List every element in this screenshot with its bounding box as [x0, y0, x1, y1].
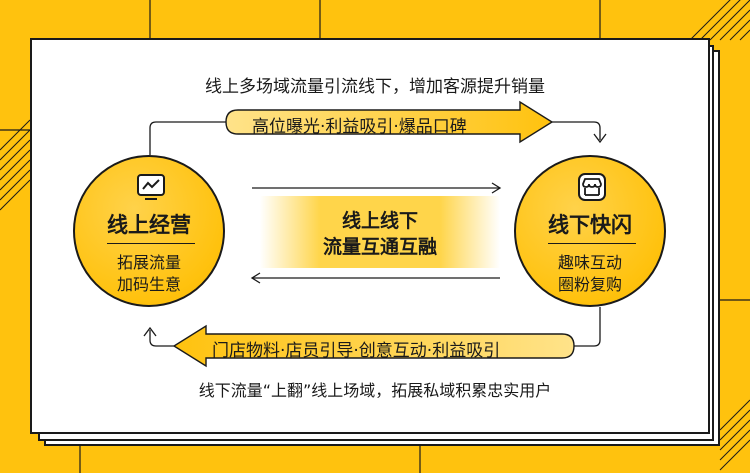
online-operation-circle: 线上经营 拓展流量 加码生意: [73, 155, 225, 307]
center-title-line2: 流量互通互融: [322, 236, 437, 258]
top-caption: 线上多场域流量引流线下，增加客源提升销量: [205, 77, 545, 97]
top-connector-arrowhead: [593, 133, 607, 144]
storefront-icon: [578, 173, 606, 201]
online-operation-divider: [107, 243, 195, 244]
bottom-arrow-label: 门店物料·店员引导·创意互动·利益吸引: [212, 341, 501, 361]
top-arrow-label: 高位曝光·利益吸引·爆品口碑: [252, 117, 467, 137]
offline-popup-divider: [548, 243, 636, 244]
offline-popup-line2: 圈粉复购: [557, 275, 622, 294]
online-operation-line2: 加码生意: [116, 275, 181, 294]
online-operation-title: 线上经营: [107, 213, 191, 237]
bottom-connector-arrowhead: [143, 326, 157, 337]
top-pill-arrow: [225, 100, 554, 144]
offline-popup-line1: 趣味互动: [557, 253, 622, 272]
online-operation-line1: 拓展流量: [116, 253, 181, 272]
center-arrow-left-head: [250, 272, 261, 284]
center-arrow-right-head: [491, 182, 502, 194]
bottom-caption: 线下流量“上翻”线上场域，拓展私域积累忠实用户: [198, 381, 552, 400]
center-title-line1: 线上线下: [341, 210, 418, 232]
center-highlight: 线上线下 流量互通互融: [260, 196, 500, 268]
offline-popup-title: 线下快闪: [548, 213, 632, 237]
offline-popup-circle: 线下快闪 趣味互动 圈粉复购: [514, 155, 666, 307]
chart-monitor-icon: [137, 174, 165, 200]
bottom-pill-arrow: [172, 324, 575, 368]
